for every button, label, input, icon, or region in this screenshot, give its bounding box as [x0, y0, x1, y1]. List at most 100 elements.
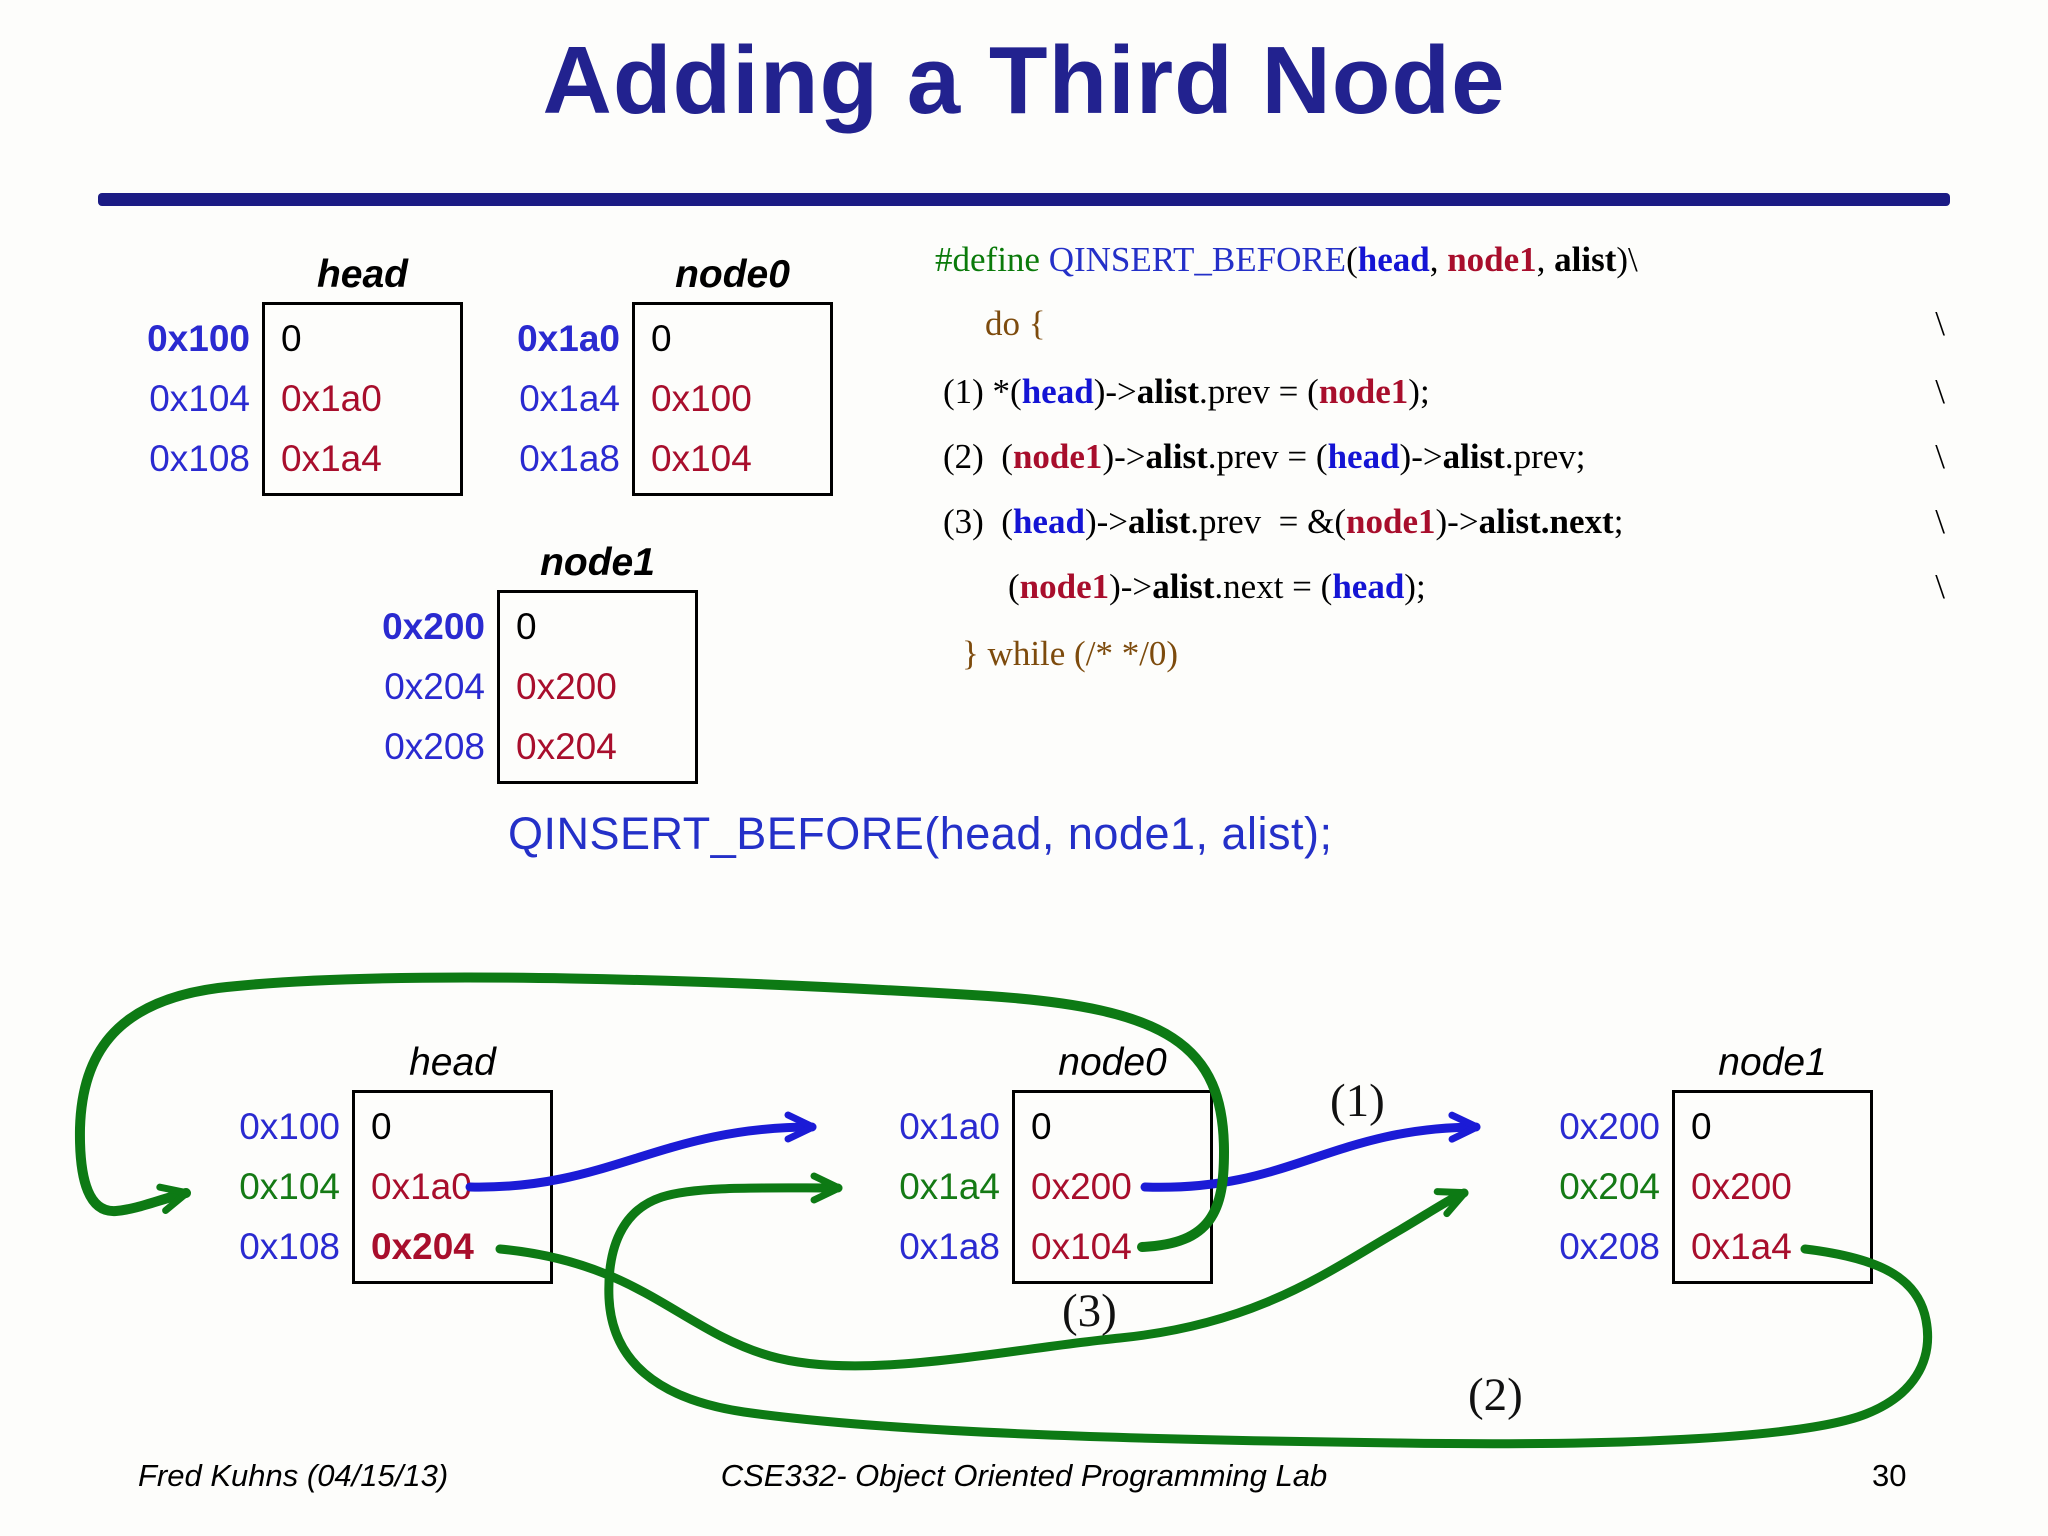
value-cell: 0 [371, 1106, 392, 1147]
code-segment: ); [1408, 372, 1430, 411]
value-cell: 0x200 [1691, 1166, 1792, 1207]
address-cell: 0x1a4 [899, 1166, 1000, 1207]
code-line-3: (3) (head)->alist.prev = &(node1)->alist… [935, 498, 1945, 546]
code-segment: node1 [1019, 567, 1110, 606]
code-line-1: (1) *(head)->alist.prev = (node1);\ [935, 368, 1945, 416]
code-segment: , [1536, 240, 1555, 279]
code-segment: alist [1554, 240, 1617, 279]
code-segment: head [1327, 437, 1400, 476]
line-continuation: \ [1935, 502, 1945, 541]
code-segment: )\ [1616, 240, 1638, 279]
code-segment: ( [1008, 567, 1020, 606]
code-segment: ); [1404, 567, 1426, 606]
code-segment: } while (/* */0) [962, 634, 1179, 673]
address-cell: 0x200 [1559, 1106, 1660, 1147]
address-cell: 0x208 [1559, 1226, 1660, 1267]
table-label: node0 [675, 253, 790, 296]
address-cell: 0x108 [149, 438, 250, 479]
code-segment: (3) ( [943, 502, 1013, 541]
table-head-top: head 0x100 0x104 0x108 0 0x1a0 0x1a4 [80, 252, 463, 496]
value-cell: 0 [651, 318, 672, 359]
step-label-2: (2) [1468, 1369, 1523, 1421]
value-cell: 0x200 [516, 666, 617, 707]
table-label: node1 [540, 541, 655, 584]
code-segment: .prev = ( [1198, 372, 1319, 411]
slide-title: Adding a Third Node [542, 27, 1506, 134]
table-label: node0 [1058, 1041, 1167, 1084]
code-segment: node1 [1346, 502, 1436, 541]
value-cell: 0x204 [516, 726, 617, 767]
code-line-do: do {\ [935, 300, 1945, 348]
value-cell: 0x100 [651, 378, 752, 419]
code-segment: alist [1136, 372, 1199, 411]
address-cell: 0x1a4 [519, 378, 620, 419]
code-segment: ; [1613, 502, 1624, 541]
memory-box: 0 0x1a0 0x204 [352, 1090, 553, 1284]
table-label: head [409, 1041, 496, 1084]
value-cell: 0x1a4 [281, 438, 382, 479]
code-segment: .prev = ( [1207, 437, 1328, 476]
code-segment: )-> [1399, 437, 1443, 476]
code-segment: node1 [1318, 372, 1409, 411]
code-line-3b: (node1)->alist.next = (head);\ [935, 563, 1945, 611]
footer-author: Fred Kuhns (04/15/13) [138, 1458, 449, 1493]
value-cell: 0 [516, 606, 537, 647]
value-cell: 0x1a4 [1691, 1226, 1792, 1267]
memory-box: 0 0x200 0x204 [497, 590, 698, 784]
table-label: node1 [1718, 1041, 1827, 1084]
value-cell: 0x104 [1031, 1226, 1132, 1267]
value-cell: 0 [1031, 1106, 1052, 1147]
code-line-while: } while (/* */0) [935, 630, 1945, 678]
address-cell: 0x204 [384, 666, 485, 707]
address-cell: 0x1a8 [519, 438, 620, 479]
code-segment: ( [1346, 240, 1358, 279]
code-segment: alist [1152, 567, 1215, 606]
address-cell: 0x200 [382, 606, 485, 647]
code-segment: )-> [1084, 502, 1128, 541]
code-segment: head [1357, 240, 1430, 279]
code-segment: alist.next [1478, 502, 1614, 541]
code-segment: head [1012, 502, 1085, 541]
code-line-define: #define QINSERT_BEFORE(head, node1, alis… [935, 236, 1945, 284]
code-segment: alist [1128, 502, 1191, 541]
address-cell: 0x1a8 [899, 1226, 1000, 1267]
code-segment: .next = ( [1214, 567, 1333, 606]
code-segment: .prev; [1504, 437, 1586, 476]
code-segment: head [1332, 567, 1405, 606]
code-segment: node1 [1447, 240, 1537, 279]
macro-call-text: QINSERT_BEFORE(head, node1, alist); [508, 808, 1333, 859]
memory-box: 0 0x200 0x1a4 [1672, 1090, 1873, 1284]
address-cell: 0x208 [384, 726, 485, 767]
code-segment: )-> [1102, 437, 1146, 476]
step-label-3: (3) [1062, 1285, 1117, 1337]
address-cell: 0x100 [239, 1106, 340, 1147]
value-cell: 0x1a0 [371, 1166, 472, 1207]
memory-box: 0 0x1a0 0x1a4 [262, 302, 463, 496]
code-segment: )-> [1109, 567, 1153, 606]
footer-course: CSE332- Object Oriented Programming Lab [720, 1458, 1328, 1493]
table-node0-top: node0 0x1a0 0x1a4 0x1a8 0 0x100 0x104 [450, 252, 833, 496]
code-segment: QINSERT_BEFORE [1048, 240, 1347, 279]
value-cell: 0 [281, 318, 302, 359]
address-cell: 0x1a0 [899, 1106, 1000, 1147]
code-segment: #define [935, 240, 1049, 279]
table-node0-bottom: node0 0x1a0 0x1a4 0x1a8 0 0x200 0x104 [830, 1040, 1213, 1284]
code-segment: head [1021, 372, 1094, 411]
line-continuation: \ [1935, 437, 1945, 476]
code-segment: (1) *( [943, 372, 1022, 411]
memory-box: 0 0x100 0x104 [632, 302, 833, 496]
value-cell: 0 [1691, 1106, 1712, 1147]
memory-box: 0 0x200 0x104 [1012, 1090, 1213, 1284]
address-cell: 0x1a0 [517, 318, 620, 359]
code-segment: )-> [1435, 502, 1479, 541]
code-segment: alist [1145, 437, 1208, 476]
line-continuation: \ [1935, 304, 1945, 343]
step-label-1: (1) [1330, 1075, 1385, 1127]
table-node1-bottom: node1 0x200 0x204 0x208 0 0x200 0x1a4 [1490, 1040, 1873, 1284]
table-head-bottom: head 0x100 0x104 0x108 0 0x1a0 0x204 [170, 1040, 553, 1284]
address-cell: 0x104 [239, 1166, 340, 1207]
code-segment: node1 [1012, 437, 1103, 476]
code-line-2: (2) (node1)->alist.prev = (head)->alist.… [935, 433, 1945, 481]
